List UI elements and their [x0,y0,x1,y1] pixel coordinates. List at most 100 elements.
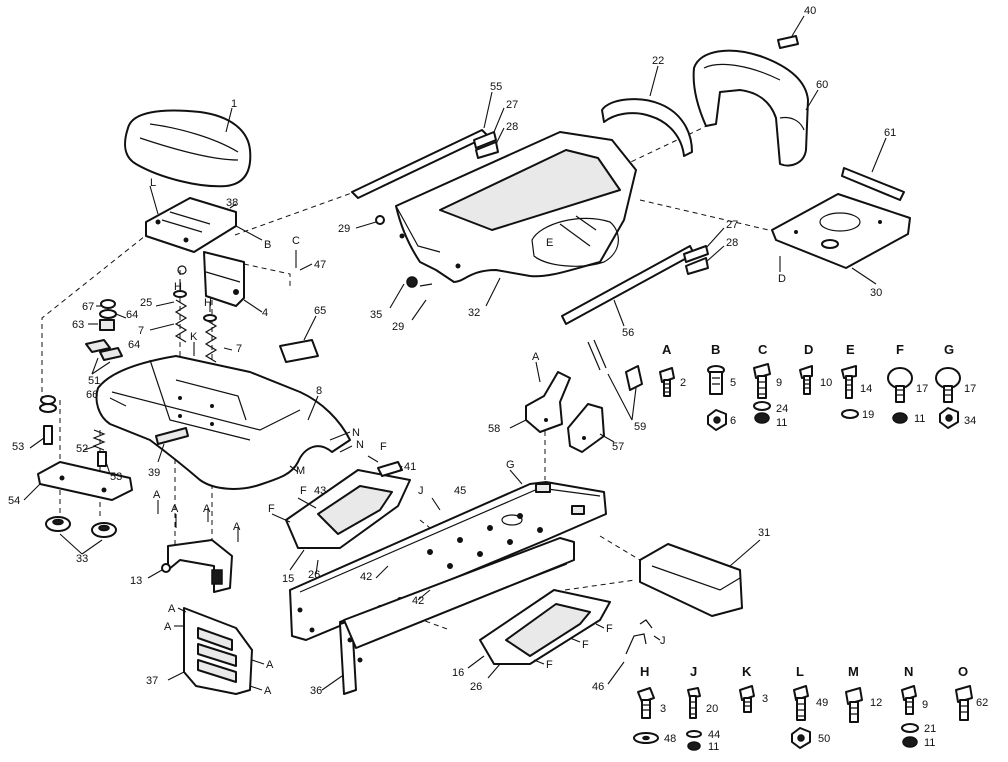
callout-K: K [190,331,198,343]
callout-E-panel: E [546,237,553,249]
callout-59: 59 [634,421,646,433]
hw-letter-L: L [796,664,804,679]
hw-L-item-2: 50 [818,733,830,745]
hw-J-item-2: 44 [708,729,720,741]
callout-52: 52 [76,443,88,455]
callout-A-3: A [203,503,211,515]
callout-28-a: 28 [506,121,518,133]
hw-letter-K: K [742,664,752,679]
callout-A-6: A [164,621,172,633]
hw-H-item-2: 48 [664,733,676,745]
seat-bracket-part-38 [145,185,263,253]
callout-G: G [506,459,515,471]
hw-J-item-1: 20 [706,703,718,715]
hw-C-item-3: 11 [776,417,787,429]
decal-strips-top [351,91,505,199]
callout-A-2: A [171,503,179,515]
hw-E-item-1: 14 [860,383,872,395]
callout-30: 30 [870,287,882,299]
hw-C-item-2: 24 [776,403,788,415]
callout-38: 38 [226,197,238,209]
hw-letter-F: F [896,342,904,357]
hw-H-item-1: 3 [660,703,666,715]
callout-47: 47 [314,259,326,271]
plate-part-30 [771,137,911,285]
hw-G-item-2: 34 [964,415,976,427]
hw-B-item-2: 6 [730,415,736,427]
callout-29-b: 29 [392,321,404,333]
callout-42-a: 42 [360,571,372,583]
callout-53-b: 53 [110,471,122,483]
hw-C-item-1: 9 [776,377,782,389]
callout-L: L [150,177,156,189]
callout-A-4: A [233,521,241,533]
leader-45 [431,497,441,511]
callout-N-1: N [352,427,360,439]
callout-51: 51 [88,375,100,387]
callout-64-a: 64 [126,309,138,321]
hw-letter-E: E [846,342,855,357]
callout-A-7: A [266,659,274,671]
callout-35: 35 [370,309,382,321]
callout-F-5: F [582,639,589,651]
callout-M: M [296,465,305,477]
callout-7-a: 7 [138,325,144,337]
rear-box-part-31 [599,535,761,617]
callout-A-8: A [264,685,272,697]
callout-27-a: 27 [506,99,518,111]
callout-29-a: 29 [338,223,350,235]
brackets-58-57-59 [509,339,643,453]
callout-B: B [264,239,271,251]
dash-trim-part-22 [601,65,693,157]
hw-K-item-1: 3 [762,693,768,705]
callout-25: 25 [140,297,152,309]
callout-F-3: F [268,503,275,515]
callout-40: 40 [804,5,816,17]
rod-part-46 [607,619,661,685]
hw-M-item-1: 12 [870,697,882,709]
callout-A-1: A [153,489,161,501]
bracket-part-4 [177,250,313,313]
callout-58: 58 [488,423,500,435]
callout-N-2: N [356,439,364,451]
hw-letter-C: C [758,342,768,357]
callout-A-5: A [168,603,176,615]
callout-H-1: H [174,281,182,293]
hw-letter-N: N [904,664,913,679]
callout-F-4: F [606,623,613,635]
callout-56: 56 [622,327,634,339]
callout-J-1: J [418,485,424,497]
front-mount-parts [23,395,133,555]
body-panel-part-32 [355,131,637,321]
hw-N-item-1: 9 [922,699,928,711]
callout-65: 65 [314,305,326,317]
clip-part-40 [777,15,805,49]
hw-G-item-1: 17 [964,383,976,395]
callout-66: 66 [86,389,98,401]
callout-63: 63 [72,319,84,331]
callout-46: 46 [592,681,604,693]
footrest-left-15 [271,455,411,575]
hw-letter-B: B [711,342,720,357]
footrest-right-16 [467,589,611,679]
hw-F-item-2: 11 [914,413,925,425]
decal-strips-lower [561,227,725,327]
hw-F-item-1: 17 [916,383,928,395]
callout-55: 55 [490,81,502,93]
callout-42-b: 42 [412,595,424,607]
hw-L-item-1: 49 [816,697,828,709]
callout-J-2: J [660,635,666,647]
mount-bracket-part-13 [147,500,239,593]
callout-1: 1 [231,98,237,110]
callout-4: 4 [262,307,268,319]
hardware-legend-row-1: A 2 B 5 6 C 9 24 11 D 10 E 14 [659,342,976,431]
callout-37: 37 [146,675,158,687]
callout-43: 43 [314,485,326,497]
callout-C: C [292,235,300,247]
callout-H-2: H [204,297,212,309]
callout-8: 8 [316,385,322,397]
callout-13: 13 [130,575,142,587]
callout-31: 31 [758,527,770,539]
